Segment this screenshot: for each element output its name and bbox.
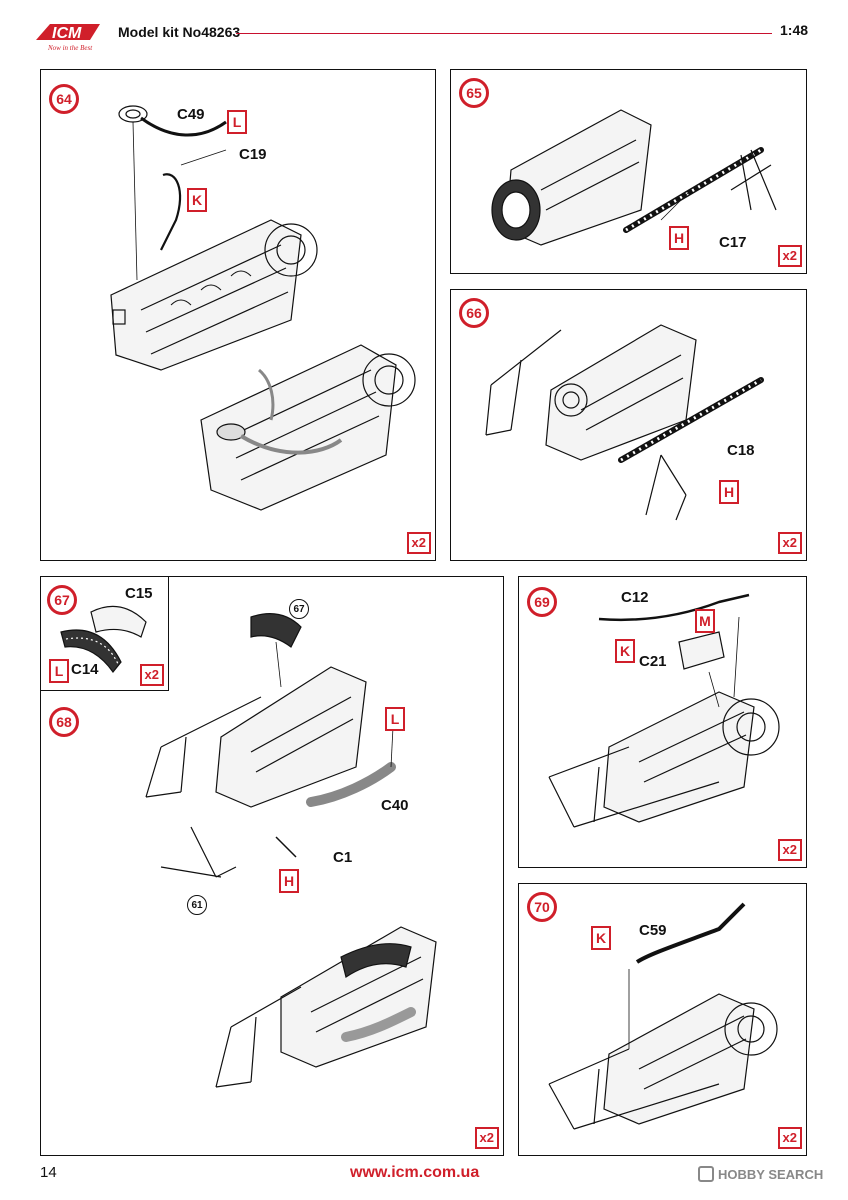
part-c49-label: C49 xyxy=(177,106,205,123)
multiplier-badge: x2 xyxy=(777,839,802,861)
color-m-box: M xyxy=(695,609,715,633)
step-64-panel: 64 C49 L C19 K x2 xyxy=(40,69,436,561)
watermark-logo-icon xyxy=(698,1166,714,1182)
page-number: 14 xyxy=(40,1164,57,1181)
watermark-text: HOBBY SEARCH xyxy=(718,1166,824,1182)
part-c40-label: C40 xyxy=(381,797,409,814)
multiplier-badge: x2 xyxy=(406,532,431,554)
svg-text:Now in the Best: Now in the Best xyxy=(47,44,93,52)
part-c14-label: C14 xyxy=(71,661,99,678)
svg-text:ICM: ICM xyxy=(52,25,82,42)
part-c17-label: C17 xyxy=(719,234,747,251)
color-k-box: K xyxy=(187,188,207,212)
color-l-box: L xyxy=(227,110,247,134)
icm-logo-graphic: ICM Now in the Best xyxy=(36,24,100,52)
engine-illustration xyxy=(485,324,764,521)
step-66-number: 66 xyxy=(459,298,489,328)
step-68-number: 68 xyxy=(49,707,79,737)
part-c15-label: C15 xyxy=(125,585,153,602)
icm-logo: ICM Now in the Best xyxy=(30,14,112,54)
multiplier-badge: x2 xyxy=(474,1127,499,1149)
step-70-panel: 70 K C59 x2 xyxy=(518,883,807,1156)
step-65-panel: 65 H C17 x2 xyxy=(450,69,807,274)
part-c19-label: C19 xyxy=(239,146,267,163)
engine-illustration xyxy=(491,109,777,246)
part-c59-label: C59 xyxy=(639,922,667,939)
color-k-box: K xyxy=(615,639,635,663)
color-h-box: H xyxy=(279,869,299,893)
step-67-panel: 67 C15 L C14 x2 xyxy=(40,576,169,691)
color-h-box: H xyxy=(669,226,689,250)
step-70-number: 70 xyxy=(527,892,557,922)
engine-illustration xyxy=(548,902,778,1130)
part-c18-label: C18 xyxy=(727,442,755,459)
step-67-number: 67 xyxy=(47,585,77,615)
header-divider xyxy=(236,33,772,34)
step-66-panel: 66 C18 H x2 xyxy=(450,289,807,561)
multiplier-badge: x2 xyxy=(777,532,802,554)
multiplier-badge: x2 xyxy=(139,664,164,686)
engine-illustration xyxy=(548,593,780,828)
step-69-number: 69 xyxy=(527,587,557,617)
website-link[interactable]: www.icm.com.ua xyxy=(350,1164,480,1181)
model-kit-label: Model kit No48263 xyxy=(118,24,241,40)
step-65-number: 65 xyxy=(459,78,489,108)
cover-illustration xyxy=(60,605,147,673)
watermark: HOBBY SEARCH xyxy=(698,1166,823,1182)
part-c12-label: C12 xyxy=(621,589,649,606)
color-k-box: K xyxy=(591,926,611,950)
multiplier-badge: x2 xyxy=(777,1127,802,1149)
color-l-box: L xyxy=(385,707,405,731)
reference-61-circle: 61 xyxy=(187,895,207,915)
scale-label: 1:48 xyxy=(780,22,809,38)
step-64-number: 64 xyxy=(49,84,79,114)
color-h-box: H xyxy=(719,480,739,504)
engine-illustration xyxy=(110,105,416,511)
step-69-panel: 69 C12 M K C21 x2 xyxy=(518,576,807,868)
part-c1-label: C1 xyxy=(333,849,353,866)
part-c21-label: C21 xyxy=(639,653,667,670)
reference-67-circle: 67 xyxy=(289,599,309,619)
multiplier-badge: x2 xyxy=(777,245,802,267)
color-l-box: L xyxy=(49,659,69,683)
engine-illustration xyxy=(145,613,437,1088)
